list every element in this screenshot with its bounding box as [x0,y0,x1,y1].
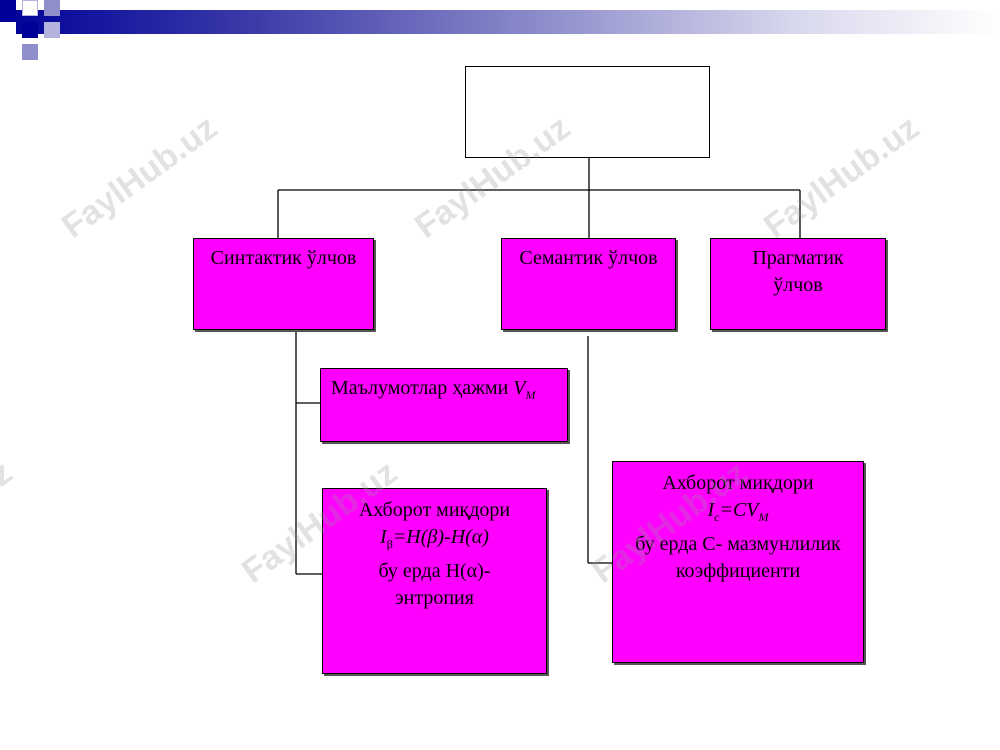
pragmatic-label-line2: ўлчов [773,274,823,296]
header-square [44,22,60,38]
header-square [0,22,16,38]
header-square [44,0,60,16]
info-semantic-box: Ахборот миқдори Ic=CVM бу ерда C- мазмун… [612,461,864,663]
data-volume-sub: M [525,388,536,402]
formula-i: I [380,526,387,548]
pragmatic-box: Прагматик ўлчов [710,238,886,330]
syntactic-box: Синтактик ўлчов [193,238,374,330]
formula-eq: =CV [719,499,759,521]
data-volume-var: V [513,377,526,399]
info-semantic-line4: коэффициенти [675,560,801,582]
formula-i-sub: β [386,537,393,551]
header-gradient-band [0,10,1000,34]
info-semantic-line1: Ахборот миқдори [662,472,814,494]
header-square [22,0,38,16]
header-square [22,22,38,38]
syntactic-label: Синтактик ўлчов [210,247,357,269]
data-volume-box: Маълумотлар ҳажми VM [320,368,568,442]
pragmatic-label-line1: Прагматик [752,247,844,269]
formula-i-sub: c [714,510,720,524]
semantic-box: Семантик ўлчов [501,238,676,330]
info-syntactic-box: Ахборот миқдори Iβ=H(β)-H(α) бу ерда H(α… [322,488,547,674]
semantic-label: Семантик ўлчов [519,247,658,269]
info-syntactic-line1: Ахборот миқдори [358,499,511,521]
info-semantic-formula: Ic=CVM [613,497,863,531]
info-semantic-line3: бу ерда C- мазмунлилик [635,533,841,555]
info-syntactic-line3: бу ерда H(α)- [378,560,491,582]
info-syntactic-formula: Iβ=H(β)-H(α) [323,524,546,558]
data-volume-label: Маълумотлар ҳажми VM [331,375,567,409]
data-volume-text: Маълумотлар ҳажми [331,377,514,399]
header-square [0,0,16,16]
info-syntactic-line4: энтропия [395,587,474,609]
formula-i: I [707,499,715,521]
formula-v-sub: M [758,510,769,524]
header-square [22,44,38,60]
formula-rest: =H(β)-H(α) [392,526,489,548]
top-box [465,66,710,158]
